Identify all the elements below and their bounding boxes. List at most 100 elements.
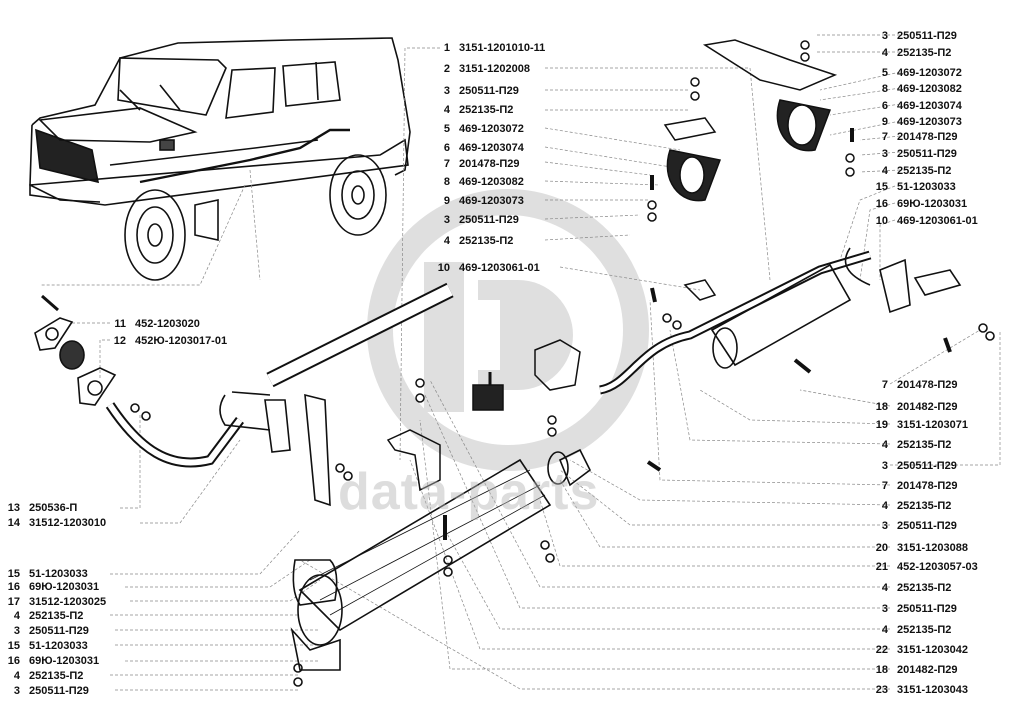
leader-lines	[40, 34, 1001, 691]
part-code: 201478-П29	[459, 158, 520, 170]
part-number: 13	[7, 502, 20, 514]
watermark-text: data-parts	[338, 463, 600, 521]
rubber-cushion-mounts	[647, 39, 855, 301]
part-code: 3151-1201010-11	[459, 42, 546, 54]
part-number: 3	[13, 685, 20, 697]
part-label[interactable]: 3 250511-П29	[870, 460, 957, 472]
part-number: 10	[437, 262, 450, 274]
part-number: 3	[443, 85, 450, 97]
part-number: 3	[881, 30, 888, 42]
part-code: 252135-П2	[897, 165, 952, 177]
part-number: 6	[881, 100, 888, 112]
part-number: 20	[875, 542, 888, 554]
part-number: 19	[875, 419, 888, 431]
part-number: 22	[875, 644, 888, 656]
part-number: 18	[875, 664, 888, 676]
part-code: 250511-П29	[897, 460, 957, 472]
part-label[interactable]: 15 51-1203033	[2, 568, 88, 580]
part-code: 201478-П29	[897, 131, 958, 143]
part-code: 69Ю-1203031	[897, 198, 968, 210]
part-label[interactable]: 10 469-1203061-01	[432, 262, 540, 274]
part-code: 452-1203020	[135, 318, 200, 330]
part-code: 252135-П2	[897, 439, 952, 451]
part-number: 6	[443, 142, 450, 154]
part-code: 469-1203072	[459, 123, 524, 135]
part-code: 51-1203033	[29, 568, 88, 580]
part-code: 252135-П2	[897, 624, 952, 636]
part-code: 469-1203061-01	[459, 262, 540, 274]
part-code: 3151-1203088	[897, 542, 968, 554]
part-number: 7	[881, 480, 888, 492]
part-number: 11	[114, 318, 126, 330]
part-label[interactable]: 1 3151-1201010-11	[432, 42, 545, 54]
part-code: 469-1203082	[897, 83, 962, 95]
part-number: 3	[881, 148, 888, 160]
part-code: 469-1203061-01	[897, 215, 978, 227]
part-number: 18	[875, 401, 888, 413]
part-label[interactable]: 20 3151-1203088	[870, 542, 968, 554]
part-code: 252135-П2	[29, 610, 84, 622]
part-code: 250536-П	[29, 502, 78, 514]
part-number: 7	[881, 379, 888, 391]
part-code: 452-1203057-03	[897, 561, 978, 573]
part-number: 4	[443, 235, 450, 247]
part-code: 51-1203033	[897, 181, 956, 193]
part-label[interactable]: 13 250536-П	[2, 502, 78, 514]
part-code: 252135-П2	[459, 235, 514, 247]
part-number: 3	[881, 603, 888, 615]
part-label[interactable]: 4 252135-П2	[432, 235, 514, 247]
part-label[interactable]: 11 452-1203020	[108, 318, 200, 330]
part-number: 15	[7, 568, 20, 580]
part-number: 15	[7, 640, 20, 652]
part-number: 1	[443, 42, 450, 54]
part-code: 469-1203073	[897, 116, 962, 128]
part-number: 3	[881, 460, 888, 472]
